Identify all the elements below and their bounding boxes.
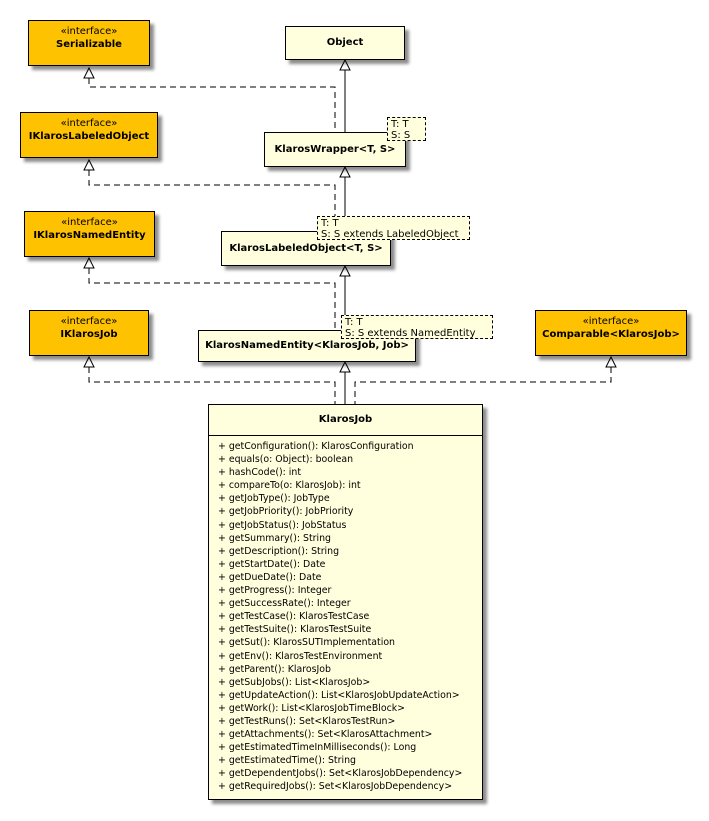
- generalization-arrowhead: [339, 165, 351, 178]
- generalization-arrowhead: [339, 264, 351, 277]
- method-item: + getJobType(): JobType: [218, 493, 330, 505]
- method-item: + getEstimatedTime(): String: [218, 755, 356, 767]
- class-object[interactable]: Object: [285, 26, 405, 60]
- method-item: + getDescription(): String: [218, 545, 340, 557]
- method-item: + getTestRuns(): Set<KlarosTestRun>: [218, 715, 396, 727]
- method-item: + getJobStatus(): JobStatus: [218, 519, 347, 531]
- type-params-klaroslabeledobject: T: T S: S extends LabeledObject: [317, 216, 470, 240]
- method-item: + getWork(): List<KlarosJobTimeBlock>: [218, 702, 406, 714]
- class-name: KlarosLabeledObject<T, S>: [229, 243, 383, 254]
- method-item: + getProgress(): Integer: [218, 585, 332, 597]
- class-name: KlarosNamedEntity<KlarosJob, Job>: [205, 340, 409, 351]
- class-klaroswrapper[interactable]: KlarosWrapper<T, S>: [264, 132, 406, 167]
- realization-arrowhead: [83, 66, 95, 79]
- method-item: + getDueDate(): Date: [218, 571, 322, 583]
- interface-comparable[interactable]: «interface» Comparable<KlarosJob>: [535, 310, 687, 356]
- generalization-arrowhead: [339, 58, 351, 71]
- interface-iklaroslabeledobject[interactable]: «interface» IKlarosLabeledObject: [20, 112, 158, 158]
- method-item: + getDependentJobs(): Set<KlarosJobDepen…: [218, 768, 463, 780]
- method-item: + equals(o: Object): boolean: [218, 454, 354, 466]
- realization-line: [88, 78, 336, 132]
- class-name: KlarosJob: [209, 405, 482, 436]
- stereotype-label: «interface»: [60, 26, 118, 37]
- method-item: + getUpdateAction(): List<KlarosJobUpdat…: [218, 689, 460, 701]
- interface-iklarosjob[interactable]: «interface» IKlarosJob: [29, 310, 149, 356]
- type-param: S: S extends LabeledObject: [321, 229, 459, 240]
- realization-arrowhead: [605, 355, 617, 368]
- method-item: + hashCode(): int: [218, 467, 302, 479]
- method-item: + getAttachments(): Set<KlarosAttachment…: [218, 729, 433, 741]
- class-klarosjob[interactable]: KlarosJob + getConfiguration(): KlarosCo…: [208, 404, 483, 800]
- method-item: + getSummary(): String: [218, 532, 331, 544]
- method-item: + compareTo(o: KlarosJob): int: [218, 480, 361, 492]
- method-item: + getTestSuite(): KlarosTestSuite: [218, 624, 372, 636]
- realization-line: [354, 367, 612, 404]
- realization-line: [88, 170, 336, 231]
- type-params-klaroswrapper: T: T S: S: [387, 117, 426, 141]
- interface-name: IKlarosNamedEntity: [33, 230, 146, 241]
- interface-name: IKlarosJob: [60, 329, 118, 340]
- realization-arrowhead: [83, 158, 95, 171]
- type-param: T: T: [345, 317, 363, 328]
- method-item: + getParent(): KlarosJob: [218, 663, 331, 675]
- method-item: + getEnv(): KlarosTestEnvironment: [218, 650, 383, 662]
- method-item: + getTestCase(): KlarosTestCase: [218, 611, 370, 623]
- type-params-klarosnamedentity: T: T S: S extends NamedEntity: [341, 315, 493, 339]
- method-item: + getSubJobs(): List<KlarosJob>: [218, 676, 371, 688]
- stereotype-label: «interface»: [582, 316, 640, 327]
- realization-line: [88, 268, 336, 330]
- generalization-arrowhead: [339, 360, 351, 373]
- stereotype-label: «interface»: [60, 316, 118, 327]
- method-list: + getConfiguration(): KlarosConfiguratio…: [209, 436, 482, 794]
- interface-name: Serializable: [56, 39, 122, 50]
- interface-iklarosnamedentity[interactable]: «interface» IKlarosNamedEntity: [24, 211, 155, 257]
- method-item: + getSuccessRate(): Integer: [218, 598, 351, 610]
- class-name: Object: [326, 37, 364, 48]
- method-item: + getSut(): KlarosSUTImplementation: [218, 637, 395, 649]
- stereotype-label: «interface»: [61, 217, 118, 228]
- stereotype-label: «interface»: [60, 118, 118, 129]
- class-name: KlarosWrapper<T, S>: [274, 144, 396, 155]
- realization-arrowhead: [83, 256, 95, 269]
- method-item: + getStartDate(): Date: [218, 558, 326, 570]
- type-param: S: S: [391, 130, 411, 141]
- method-item: + getRequiredJobs(): Set<KlarosJobDepend…: [218, 781, 453, 793]
- method-item: + getConfiguration(): KlarosConfiguratio…: [218, 441, 414, 452]
- realization-line: [88, 367, 336, 404]
- type-param: T: T: [391, 119, 409, 130]
- interface-name: IKlarosLabeledObject: [28, 131, 150, 142]
- interface-name: Comparable<KlarosJob>: [542, 329, 680, 340]
- realization-arrowhead: [83, 355, 95, 368]
- method-item: + getJobPriority(): JobPriority: [218, 506, 354, 518]
- type-param: S: S extends NamedEntity: [345, 328, 476, 339]
- type-param: T: T: [321, 218, 339, 229]
- method-item: + getEstimatedTimeInMilliseconds(): Long: [218, 742, 417, 754]
- interface-serializable[interactable]: «interface» Serializable: [28, 20, 150, 66]
